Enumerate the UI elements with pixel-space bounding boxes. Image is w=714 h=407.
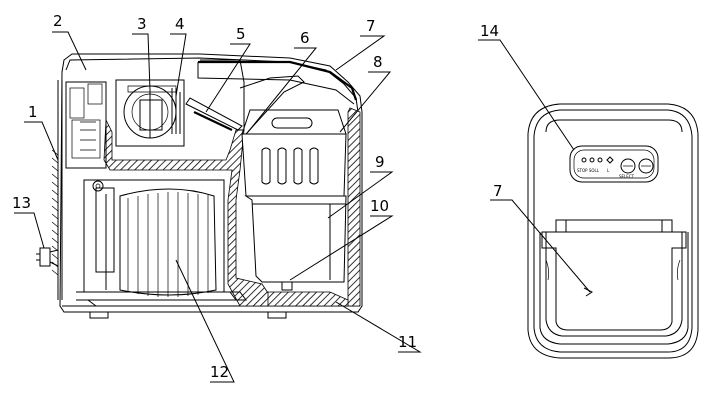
control-box — [65, 81, 107, 169]
control-panel: STOP SOLL L SELECT — [569, 145, 659, 183]
callout-10: 10 — [370, 197, 389, 215]
panel-label-right: SELECT — [619, 174, 635, 179]
callout-6: 6 — [300, 29, 310, 47]
callout-3: 3 — [137, 15, 147, 33]
ice-chute — [239, 75, 305, 135]
callout-12: 12 — [210, 363, 229, 381]
base — [76, 291, 287, 319]
ice-pusher — [185, 59, 245, 131]
indicator-light-3 — [597, 157, 603, 163]
callout-7: 7 — [366, 17, 376, 35]
select-button[interactable] — [620, 158, 636, 174]
power-cord-plug — [36, 247, 59, 267]
cabinet-foam — [347, 107, 361, 307]
insulation-foam — [103, 118, 271, 307]
callout-13: 13 — [12, 194, 31, 212]
condenser-fan — [83, 179, 225, 297]
on-off-button[interactable] — [638, 158, 654, 174]
top-view: STOP SOLL L SELECT 14 7 — [478, 22, 699, 359]
lid-window — [541, 219, 687, 331]
section-view: 2 3 4 5 6 7 8 9 10 11 12 1 13 — [12, 12, 422, 383]
ice-basket — [241, 109, 347, 197]
callout-4: 4 — [175, 15, 185, 33]
top-view-outer — [527, 103, 699, 359]
housing-outline — [59, 53, 363, 313]
leader-lines — [14, 31, 422, 383]
callout-11: 11 — [398, 333, 417, 351]
callout-5: 5 — [236, 25, 246, 43]
callout-9: 9 — [375, 153, 385, 171]
callout-1: 1 — [28, 103, 38, 121]
drain-plug — [281, 281, 293, 291]
indicator-light-1 — [581, 157, 587, 163]
callout-8: 8 — [373, 53, 383, 71]
water-reservoir — [244, 195, 347, 283]
lid — [198, 60, 358, 101]
callout-14: 14 — [480, 22, 499, 40]
callout-7-top-view: 7 — [493, 182, 503, 200]
callout-2: 2 — [53, 12, 63, 30]
panel-label-mid: L — [607, 168, 610, 173]
indicator-light-2 — [589, 157, 595, 163]
panel-label-left: STOP SOLL — [577, 168, 600, 173]
